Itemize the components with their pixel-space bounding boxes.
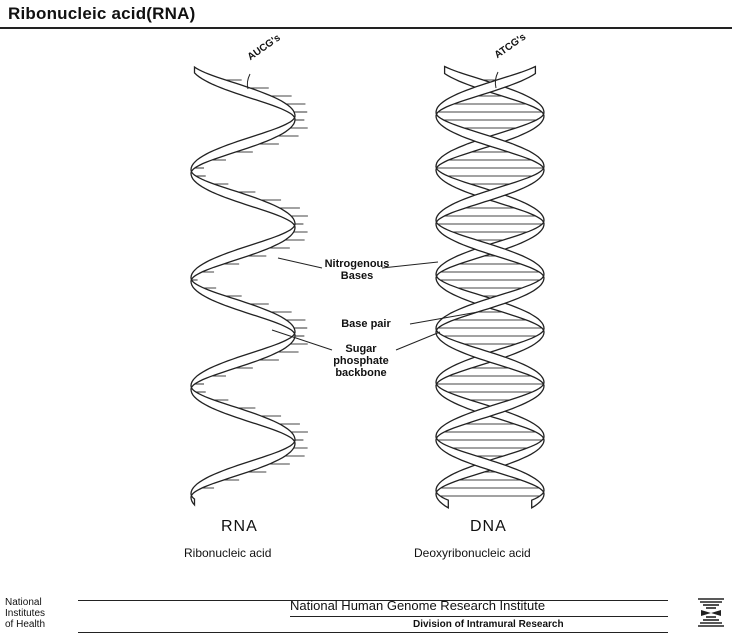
institute-name: National Human Genome Research Institute bbox=[290, 598, 545, 613]
label-nitrogenous-bases: Nitrogenous Bases bbox=[312, 258, 402, 282]
helix-diagram: AUCG's ATCG's Nitrogenous Bases Base pai… bbox=[0, 32, 732, 588]
footer: National Institutes of Health National H… bbox=[0, 592, 732, 635]
header-rule bbox=[0, 27, 732, 29]
division-name: Division of Intramural Research bbox=[413, 619, 564, 630]
dna-name: DNA bbox=[470, 518, 507, 536]
nhgri-logo-icon bbox=[698, 598, 724, 628]
nih-line-2: Institutes bbox=[5, 608, 45, 619]
footer-rule-mid bbox=[290, 616, 668, 617]
label-sugar-phosphate-backbone: Sugar phosphate backbone bbox=[316, 343, 406, 379]
nih-line-3: of Health bbox=[5, 619, 45, 630]
rna-helix bbox=[191, 67, 308, 505]
label-base-pair: Base pair bbox=[324, 318, 408, 330]
footer-rule-bottom bbox=[78, 632, 668, 633]
header: Ribonucleic acid(RNA) bbox=[0, 0, 732, 30]
dna-full-name: Deoxyribonucleic acid bbox=[414, 546, 531, 560]
rna-name: RNA bbox=[221, 518, 258, 536]
dna-helix bbox=[436, 67, 544, 508]
nih-line-1: National bbox=[5, 597, 42, 608]
rna-backbone-strand-1 bbox=[191, 67, 295, 505]
page-title: Ribonucleic acid(RNA) bbox=[8, 4, 195, 24]
pointer-rna-tag bbox=[247, 74, 250, 89]
helix-svg bbox=[0, 32, 732, 588]
rna-full-name: Ribonucleic acid bbox=[184, 546, 271, 560]
